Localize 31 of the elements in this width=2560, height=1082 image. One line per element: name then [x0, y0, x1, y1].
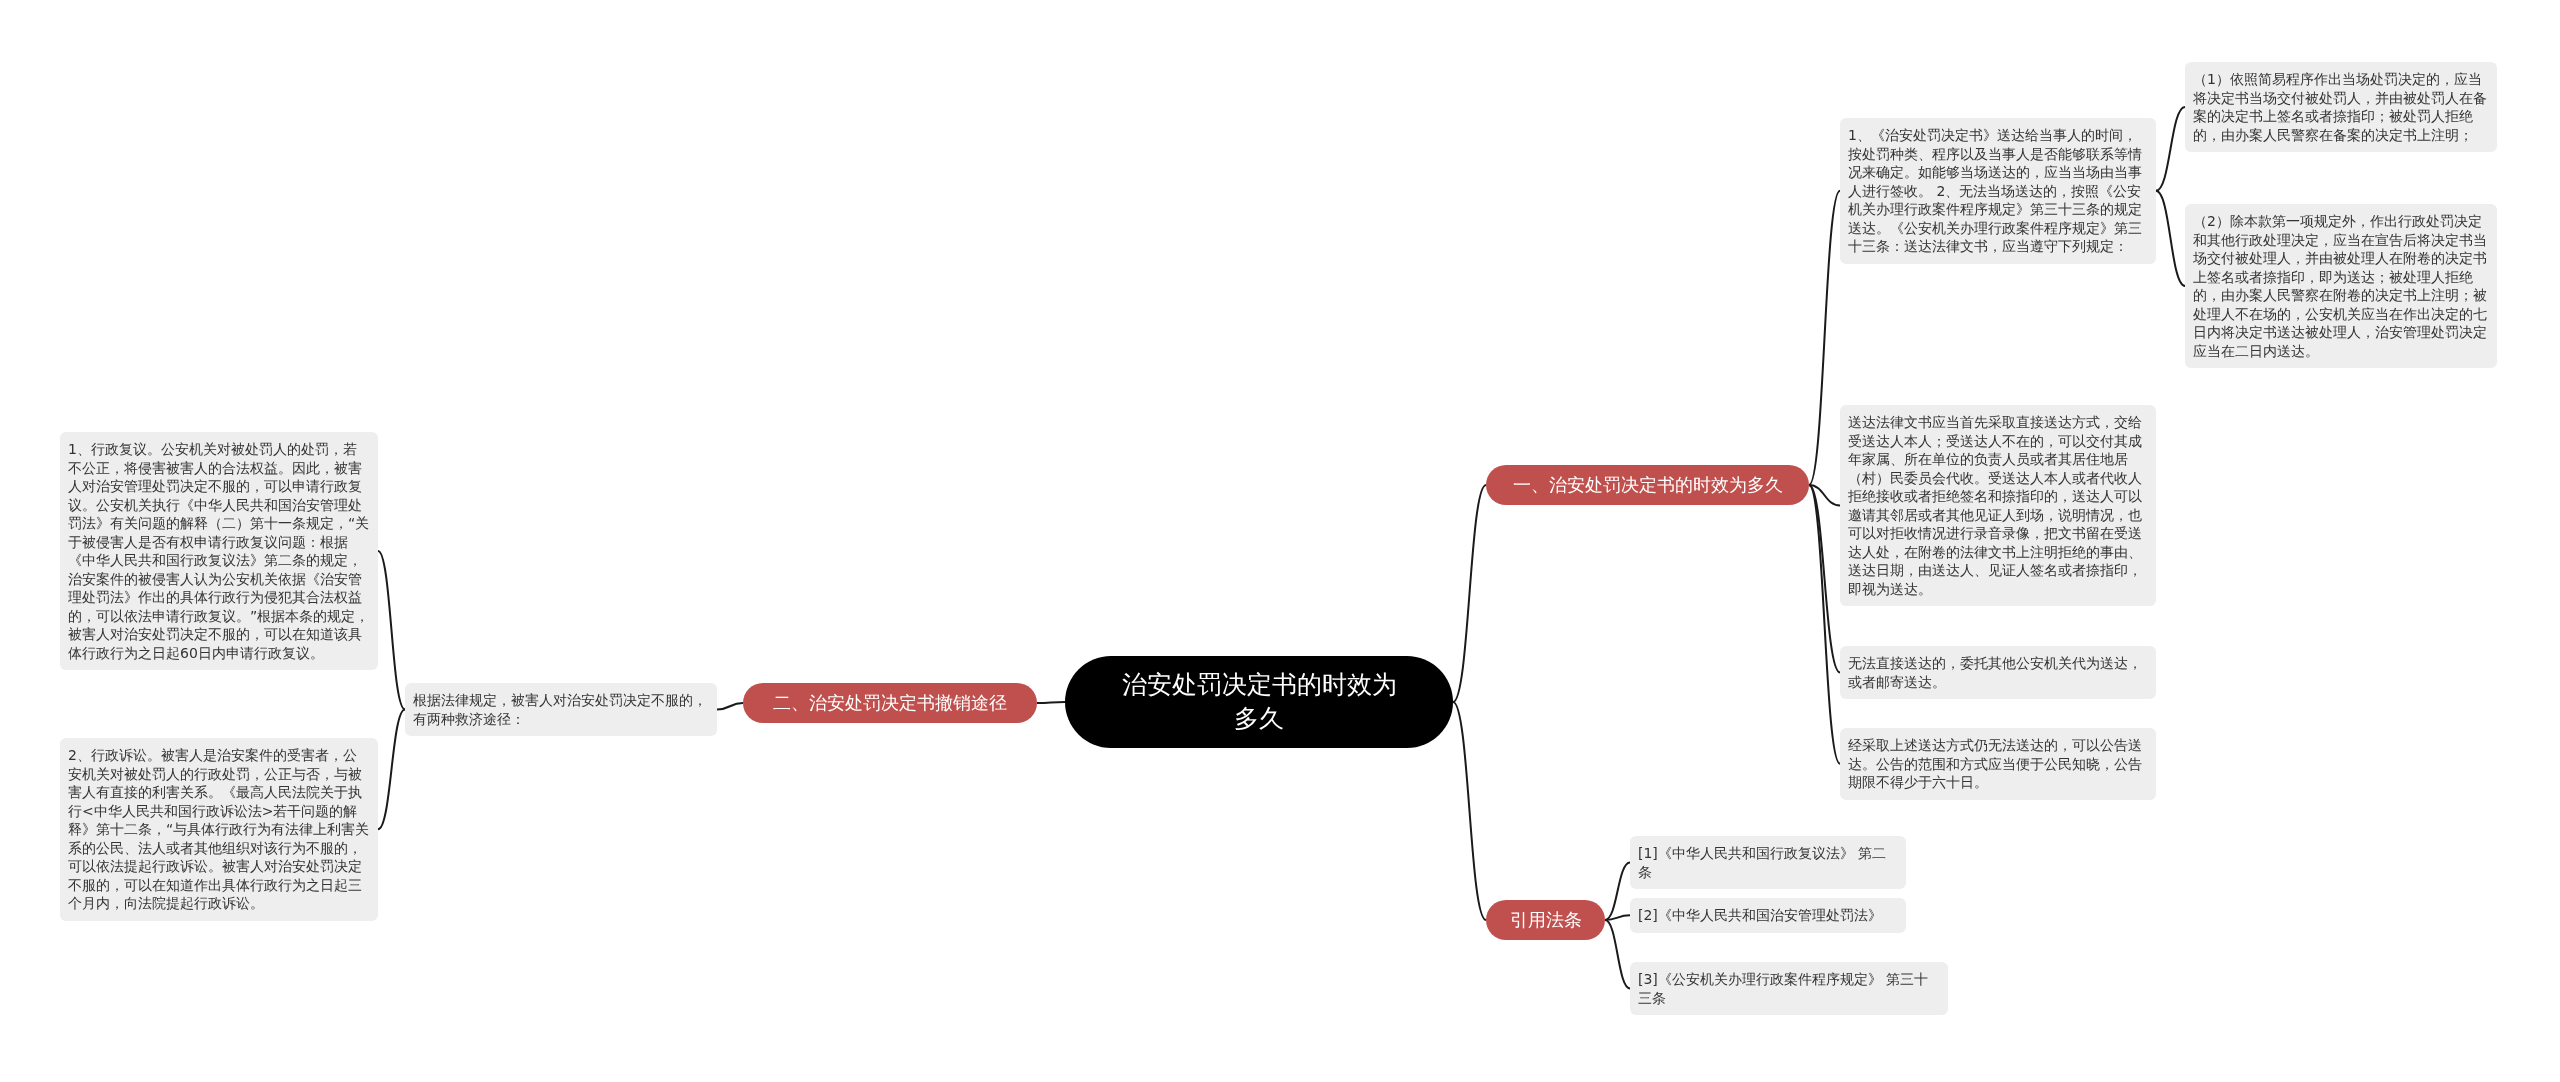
connector-line [1808, 484, 1841, 674]
branch-topic: 引用法条 [1486, 900, 1605, 940]
note-box: 1、《治安处罚决定书》送达给当事人的时间，按处罚种类、程序以及当事人是否能够联系等情况来确定。如能够当场送达的，应当当场由当事人进行签收。 2、无法当场送达的，按照《公安机关办理行政案件程序规定》第三十三条的规定送达。《公安机关办理行政案件程序规定》第三十三条：送达法律文书，应当遵守下列规定： [1840, 118, 2156, 264]
connector-line [1036, 701, 1066, 704]
note-box: 经采取上述送达方式仍无法送达的，可以公告送达。公告的范围和方式应当便于公民知晓，公告期限不得少于六十日。 [1840, 728, 2156, 800]
connector-line [2155, 106, 2186, 192]
note-box: [2]《中华人民共和国治安管理处罚法》 [1630, 898, 1906, 933]
connector-line [2155, 189, 2186, 287]
note-box: 2、行政诉讼。被害人是治安案件的受害者，公安机关对被处罚人的行政处罚，公正与否，与被害人有直接的利害关系。《最高人民法院关于执行<中华人民共和国行政诉讼法>若干问题的解释》第十二条，“与具体行政行为有法律上利害关系的公民、法人或者其他组织对该行为不服的，可以依法提起行政诉讼。被害人对治安处罚决定不服的，可以在知道作出具体行政行为之日起三个月内，向法院提起行政诉讼。 [60, 738, 378, 921]
connector-line [377, 708, 406, 831]
connector-line [1808, 484, 1841, 765]
note-box: [1]《中华人民共和国行政复议法》 第二条 [1630, 836, 1906, 889]
note-box: 根据法律规定，被害人对治安处罚决定不服的，有两种救济途径： [405, 683, 717, 736]
connector-line [1452, 484, 1487, 703]
connector-line [377, 550, 406, 711]
connector-line [1808, 484, 1841, 507]
connector-line [1604, 861, 1631, 921]
branch-topic: 二、治安处罚决定书撤销途径 [743, 683, 1037, 723]
connector-line [1604, 914, 1631, 921]
connector-line [1604, 919, 1631, 990]
connector-line [1452, 701, 1487, 921]
connector-line [716, 702, 744, 711]
note-box: [3]《公安机关办理行政案件程序规定》 第三十三条 [1630, 962, 1948, 1015]
note-box: 1、行政复议。公安机关对被处罚人的处罚，若不公正，将侵害被害人的合法权益。因此，被害人对治安管理处罚决定不服的，可以申请行政复议。公安机关执行《中华人民共和国治安管理处罚法》有关问题的解释（二）第十一条规定，“关于被侵害人是否有权申请行政复议问题：根据《中华人民共和国行政复议法》第二条的规定，治安案件的被侵害人认为公安机关依据《治安管理处罚法》作出的具体行政行为侵犯其合法权益的，可以依法申请行政复议。”根据本条的规定，被害人对治安处罚决定不服的，可以在知道该具体行政行为之日起60日内申请行政复议。 [60, 432, 378, 670]
note-box: 无法直接送达的，委托其他公安机关代为送达，或者邮寄送达。 [1840, 646, 2156, 699]
connector-line [1808, 189, 1841, 486]
note-box: （1）依照简易程序作出当场处罚决定的，应当将决定书当场交付被处罚人，并由被处罚人在备案的决定书上签名或者捺指印；被处罚人拒绝的，由办案人民警察在备案的决定书上注明； [2185, 62, 2497, 152]
root-topic: 治安处罚决定书的时效为多久 [1065, 656, 1453, 748]
branch-topic: 一、治安处罚决定书的时效为多久 [1486, 465, 1809, 505]
note-box: （2）除本款第一项规定外，作出行政处罚决定和其他行政处理决定，应当在宣告后将决定书当场交付被处理人，并由被处理人在附卷的决定书上签名或者捺指印，即为送达；被处理人拒绝的，由办案人民警察在附卷的决定书上注明；被处理人不在场的，公安机关应当在作出决定的七日内将决定书送达被处理人，治安管理处罚决定应当在二日内送达。 [2185, 204, 2497, 368]
note-box: 送达法律文书应当首先采取直接送达方式，交给受送达人本人；受送达人不在的，可以交付其成年家属、所在单位的负责人员或者其居住地居（村）民委员会代收。受送达人本人或者代收人拒绝接收或者拒绝签名和捺指印的，送达人可以邀请其邻居或者其他见证人到场，说明情况，也可以对拒收情况进行录音录像，把文书留在受送达人处，在附卷的法律文书上注明拒绝的事由、送达日期，由送达人、见证人签名或者捺指印，即视为送达。 [1840, 405, 2156, 606]
